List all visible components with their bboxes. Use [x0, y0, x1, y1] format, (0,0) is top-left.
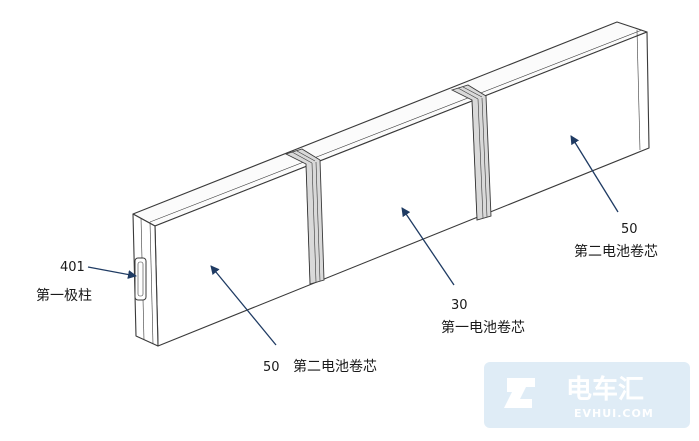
arrow-core-right [570, 135, 619, 213]
label-terminal-name: 第一极柱 [36, 287, 92, 304]
leader-arrows [87, 135, 619, 346]
label-core-right-number: 50 [621, 222, 638, 237]
separator-band-left [284, 148, 325, 285]
terminal-pole [134, 257, 147, 301]
label-core-left-number: 50 [263, 360, 280, 375]
separator-band-right [450, 84, 492, 221]
label-terminal: 401 第一极柱 [36, 260, 92, 304]
watermark-brand: 电车汇 [566, 374, 644, 405]
label-core-middle-number: 30 [451, 298, 468, 313]
watermark-url: EVHUI.COM [574, 407, 654, 420]
arrow-core-left [210, 265, 277, 346]
arrow-core-middle [401, 207, 455, 286]
label-core-right-name: 第二电池卷芯 [574, 243, 658, 260]
watermark-logo-icon [504, 378, 535, 408]
label-core-right: 50 第二电池卷芯 [574, 222, 658, 260]
label-core-left: 50 第二电池卷芯 [263, 358, 377, 375]
label-core-left-name: 第二电池卷芯 [293, 358, 377, 375]
label-core-middle-name: 第一电池卷芯 [441, 319, 525, 336]
label-terminal-number: 401 [60, 260, 85, 275]
battery-body [132, 21, 650, 347]
watermark: 电车汇 EVHUI.COM [484, 362, 690, 428]
arrow-terminal [87, 266, 137, 279]
label-core-middle: 30 第一电池卷芯 [441, 298, 525, 336]
